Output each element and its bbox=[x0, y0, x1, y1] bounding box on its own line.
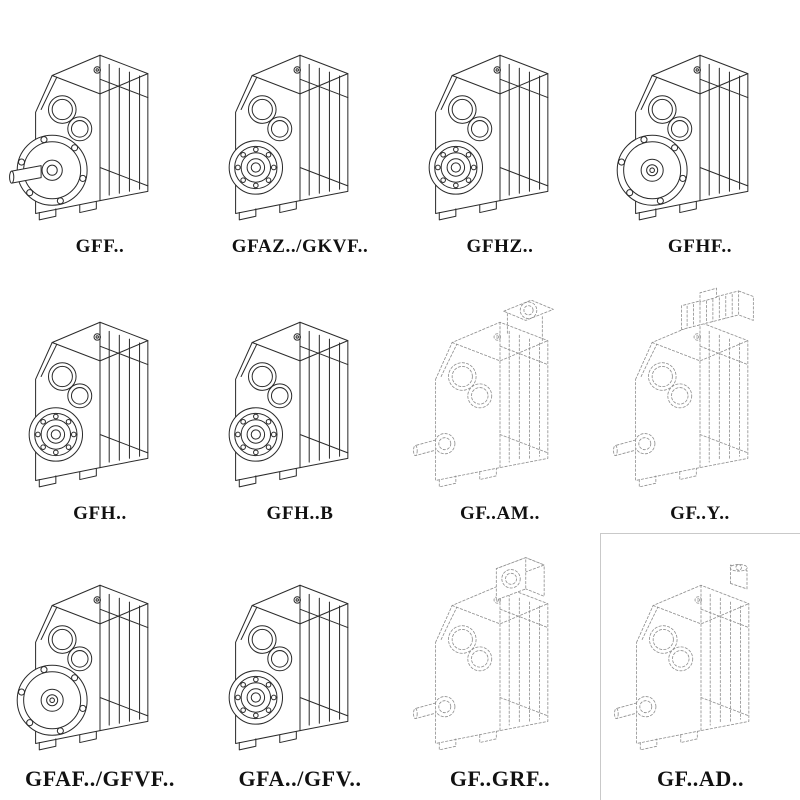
gearbox-model-label: GFAZ../GKVF.. bbox=[231, 236, 369, 257]
gearbox-line-art bbox=[228, 584, 349, 751]
gearbox-model-label: GFA../GFV.. bbox=[238, 766, 362, 791]
gearbox-model-label: GFF.. bbox=[75, 236, 125, 257]
gearbox-line-art bbox=[613, 287, 754, 488]
gearbox-model-label: GF..AM.. bbox=[459, 503, 541, 524]
gearbox-model-label: GFHF.. bbox=[667, 236, 733, 257]
gearbox-cell: GF..AM.. bbox=[400, 266, 600, 533]
gearbox-line-art bbox=[228, 321, 349, 488]
gearbox-drawing bbox=[408, 287, 592, 501]
gearbox-cell: GFHF.. bbox=[600, 0, 800, 266]
gearbox-cell: GFF.. bbox=[0, 0, 200, 266]
gearbox-cell: GFH.. bbox=[0, 266, 200, 533]
gearbox-cell: GFAF../GFVF.. bbox=[0, 533, 200, 800]
gearbox-drawing bbox=[208, 550, 392, 764]
gearbox-model-label: GF..Y.. bbox=[670, 503, 730, 524]
gearbox-model-label: GFH.. bbox=[73, 503, 127, 524]
gearbox-model-label: GF..AD.. bbox=[656, 766, 745, 791]
gearbox-cell: GF..AD.. bbox=[600, 533, 800, 800]
gearbox-drawing bbox=[8, 287, 192, 501]
gearbox-line-art bbox=[613, 564, 749, 751]
gearbox-model-label: GF..GRF.. bbox=[449, 766, 551, 791]
gearbox-line-art bbox=[28, 321, 149, 488]
gearbox-drawing bbox=[8, 550, 192, 764]
gearbox-cell: GFH..B bbox=[200, 266, 400, 533]
gearbox-line-art bbox=[228, 54, 349, 221]
gearbox-drawing bbox=[408, 20, 592, 234]
gearbox-cell: GF..GRF.. bbox=[400, 533, 600, 800]
gearbox-cell: GFAZ../GKVF.. bbox=[200, 0, 400, 266]
gearbox-drawing bbox=[8, 20, 192, 234]
gearbox-cell: GF..Y.. bbox=[600, 266, 800, 533]
gearbox-line-art bbox=[16, 584, 149, 751]
gearbox-model-label: GFHZ.. bbox=[466, 236, 534, 257]
gearbox-line-art bbox=[428, 54, 549, 221]
gearbox-line-art bbox=[413, 299, 554, 488]
gearbox-cell: GFHZ.. bbox=[400, 0, 600, 266]
gearbox-model-label: GFH..B bbox=[266, 503, 334, 524]
gearbox-line-art bbox=[413, 557, 549, 751]
gearbox-cell: GFA../GFV.. bbox=[200, 533, 400, 800]
gearbox-model-label: GFAF../GFVF.. bbox=[25, 766, 175, 791]
gearbox-drawing bbox=[408, 550, 592, 764]
gearbox-line-art bbox=[9, 54, 149, 221]
gearbox-drawing bbox=[208, 20, 392, 234]
gearbox-drawing bbox=[609, 550, 793, 764]
gearbox-drawing bbox=[608, 20, 792, 234]
gearbox-drawing bbox=[208, 287, 392, 501]
gearbox-drawing bbox=[608, 287, 792, 501]
gearbox-line-art bbox=[616, 54, 749, 221]
